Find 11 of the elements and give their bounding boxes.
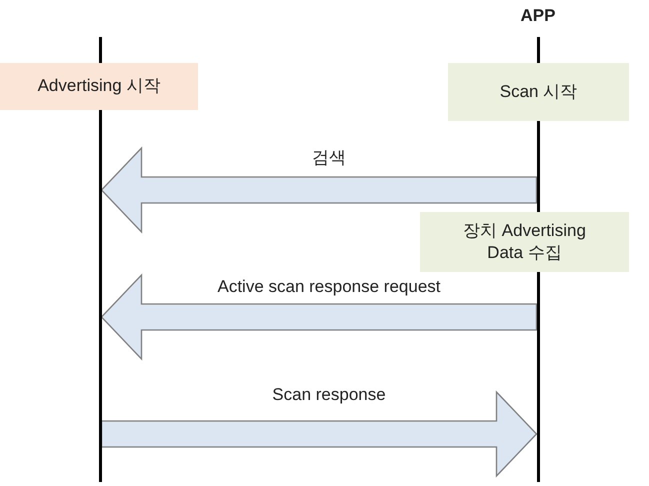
start-box: Advertising 시작 — [0, 63, 198, 110]
lifeline-heading: APP — [520, 6, 556, 26]
block-arrow — [100, 273, 538, 361]
edge-label: Scan response — [272, 385, 386, 405]
process-box: 장치 Advertising Data 수집 — [420, 212, 629, 272]
start-box: Scan 시작 — [448, 63, 629, 121]
block-arrow — [100, 146, 538, 234]
edge-label: Active scan response request — [218, 277, 440, 297]
edge-label: 검색 — [312, 147, 346, 169]
block-arrow — [100, 390, 538, 478]
lifeline — [98, 110, 102, 482]
